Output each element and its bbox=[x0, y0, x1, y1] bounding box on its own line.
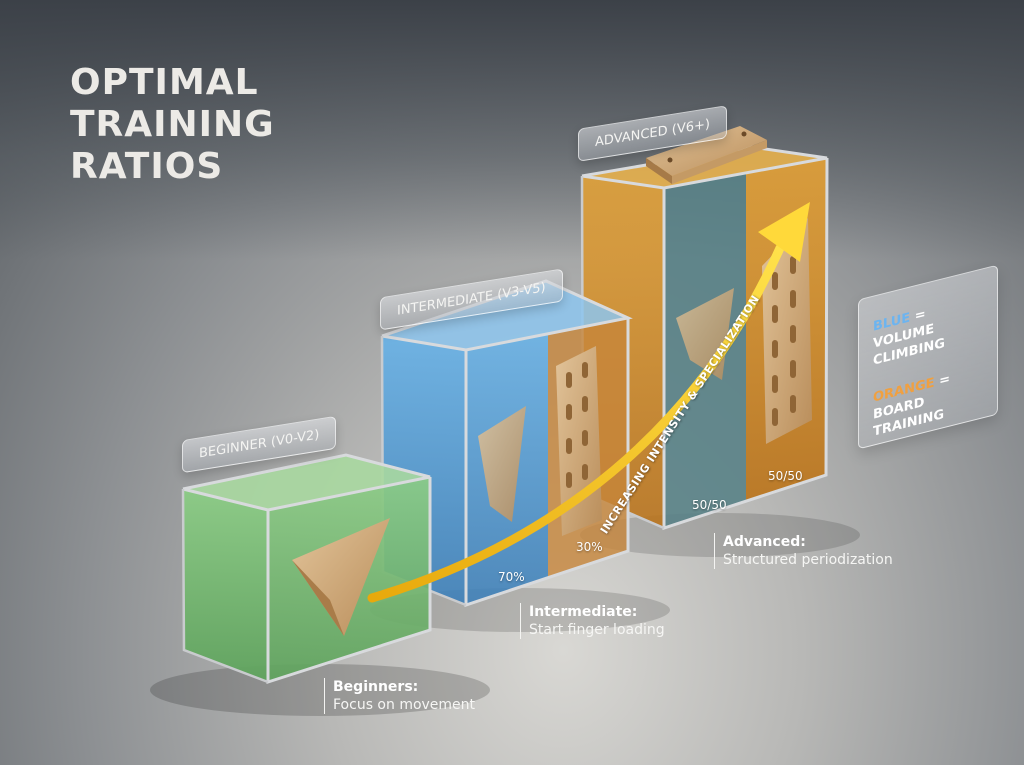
intermediate-board-percent: 30% bbox=[576, 540, 603, 554]
legend-orange-equals: = bbox=[934, 371, 950, 391]
advanced-edge-front bbox=[662, 157, 829, 531]
advanced-board-percent: 50/50 bbox=[768, 469, 803, 483]
advanced-callout-body: Structured periodization bbox=[723, 552, 893, 568]
advanced-callout-head: Advanced: bbox=[723, 534, 806, 550]
beginner-shadow bbox=[150, 664, 490, 716]
arrow-shaft bbox=[367, 243, 785, 603]
intermediate-edge-front bbox=[464, 318, 630, 608]
page-title: OPTIMAL TRAINING RATIOS bbox=[70, 62, 275, 188]
advanced-shadow bbox=[580, 513, 860, 557]
beginner-volume-hold-icon bbox=[292, 518, 390, 636]
beginner-callout: Beginners: Focus on movement bbox=[324, 678, 475, 714]
beginner-callout-head: Beginners: bbox=[333, 679, 419, 695]
beginner-top bbox=[183, 455, 430, 510]
title-line-2: TRAINING bbox=[70, 104, 275, 145]
beginner-side bbox=[183, 489, 268, 682]
progression-arrow bbox=[367, 202, 810, 603]
advanced-box bbox=[580, 126, 829, 531]
intermediate-volume-hold-icon bbox=[478, 406, 526, 522]
title-line-1: OPTIMAL bbox=[70, 62, 259, 103]
intermediate-callout-head: Intermediate: bbox=[529, 604, 638, 620]
background-shade bbox=[0, 0, 1024, 260]
beginner-callout-body: Focus on movement bbox=[333, 697, 476, 713]
intermediate-callout: Intermediate: Start finger loading bbox=[520, 603, 665, 639]
legend-blue-row: BLUE = VOLUME CLIMBING bbox=[873, 291, 983, 369]
intermediate-top bbox=[382, 281, 628, 350]
hangboard-icon bbox=[646, 126, 767, 184]
beginner-edge-front bbox=[266, 477, 432, 685]
title-line-3: RATIOS bbox=[70, 146, 224, 187]
advanced-campus-board-icon bbox=[762, 218, 812, 444]
beginner-box bbox=[181, 453, 432, 685]
beginner-edge-side bbox=[181, 488, 269, 684]
arrow-head-icon bbox=[758, 202, 810, 262]
advanced-volume-percent: 50/50 bbox=[692, 498, 727, 512]
intermediate-volume-percent: 70% bbox=[498, 570, 525, 584]
intermediate-callout-body: Start finger loading bbox=[529, 622, 665, 638]
advanced-callout: Advanced: Structured periodization bbox=[714, 533, 893, 569]
